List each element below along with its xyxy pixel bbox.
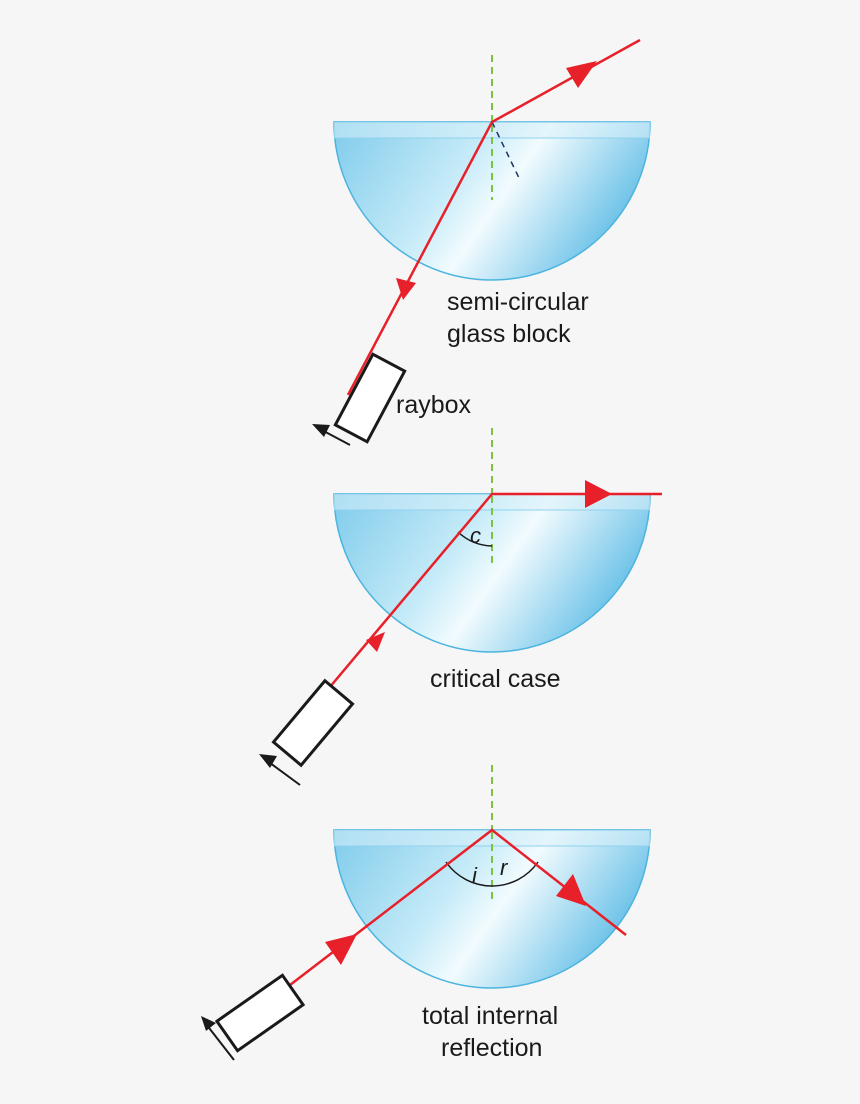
label-block-line2: glass block [447, 320, 571, 348]
raybox [214, 973, 306, 1053]
semicircular-glass-block [333, 121, 651, 281]
semicircular-glass-block [333, 493, 651, 653]
panel-critical: c critical case [259, 428, 662, 786]
rotation-arrowhead [312, 424, 330, 437]
label-raybox: raybox [396, 391, 472, 419]
rotation-arrow [205, 1023, 235, 1061]
panel-refraction: semi-circular glass block raybox [312, 38, 651, 446]
label-tir-line2: reflection [441, 1034, 542, 1062]
raybox [271, 678, 355, 768]
label-tir-line1: total internal [422, 1002, 558, 1030]
ray-arrow-in [366, 632, 385, 652]
label-critical: critical case [430, 665, 561, 693]
ray-arrow-in [325, 934, 357, 965]
ray-arrow-in [396, 278, 416, 300]
ray-arrow-out [556, 874, 586, 906]
rotation-arrowhead [259, 754, 277, 768]
incidence-angle-label: i [472, 863, 478, 888]
ray-arrow-out [585, 480, 612, 508]
rotation-arrowhead [201, 1016, 216, 1031]
panel-tir: i r total internal reflection [201, 765, 651, 1062]
semicircular-glass-block [333, 829, 651, 989]
reflection-angle-label: r [500, 855, 509, 880]
raybox [333, 352, 407, 444]
ray-arrow-out [566, 61, 597, 88]
critical-angle-label: c [470, 523, 481, 548]
reflection-angle-arc [491, 861, 539, 887]
incidence-angle-arc [445, 861, 493, 887]
label-block-line1: semi-circular [447, 288, 589, 316]
